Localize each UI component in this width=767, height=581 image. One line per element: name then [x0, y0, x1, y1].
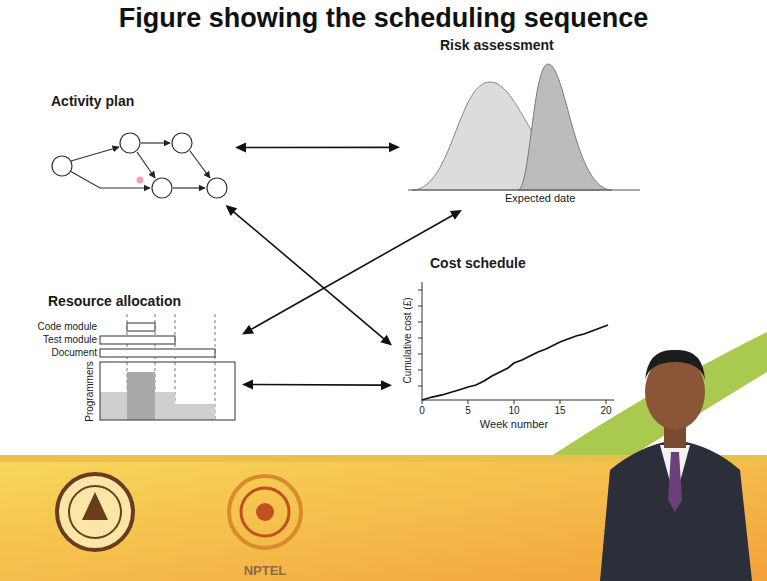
connector-line — [244, 147, 391, 149]
chart-label: Programmers — [83, 361, 94, 422]
network-arrow — [190, 151, 210, 178]
network-arrow — [71, 147, 119, 161]
nptel-logo-ring — [241, 488, 289, 536]
tick-label: 5 — [465, 405, 471, 416]
x-axis — [422, 400, 614, 401]
double-arrow — [242, 380, 392, 391]
risk-curve — [518, 64, 612, 190]
tick — [468, 400, 469, 404]
panel-heading: Risk assessment — [440, 37, 554, 53]
tick-label: 10 — [508, 405, 519, 416]
tick — [418, 370, 422, 371]
tick-label: 15 — [554, 405, 565, 416]
diagram-panel: Cost schedule — [392, 252, 654, 432]
arrow-head — [242, 325, 254, 335]
double-arrow — [235, 142, 400, 152]
panel-heading: Cost schedule — [430, 255, 526, 271]
presenter-tie — [668, 452, 682, 512]
arrow-head — [381, 380, 392, 390]
staff-level — [100, 392, 127, 420]
gantt-bar — [100, 349, 215, 357]
axis-ticks — [418, 290, 606, 404]
network-node — [207, 178, 227, 198]
chart-label: Code module — [38, 321, 97, 332]
connector-line — [232, 211, 385, 340]
tick-label: 0 — [419, 405, 425, 416]
arrow-head — [450, 210, 462, 220]
tick — [514, 400, 515, 404]
arrow-head — [235, 142, 246, 152]
tick — [606, 400, 607, 404]
tick-label: 20 — [600, 405, 611, 416]
double-arrow — [242, 210, 462, 335]
tick — [418, 306, 422, 307]
cost-line — [422, 325, 608, 400]
network-arrow — [173, 187, 205, 188]
tick — [418, 386, 422, 387]
chart-label: Cumulative cost (£) — [401, 297, 412, 383]
connector-line — [251, 384, 383, 386]
diagram-panel: Activity plan — [45, 90, 235, 205]
presenter-hair — [645, 350, 705, 380]
nptel-logo-core — [256, 503, 274, 521]
arrow-head — [380, 335, 392, 346]
staff-level — [175, 404, 215, 420]
network-node — [172, 133, 192, 153]
y-axis — [422, 282, 423, 400]
institute-logo — [57, 474, 133, 550]
network-node — [52, 156, 72, 176]
staff-frame — [100, 362, 235, 420]
staff-level — [155, 392, 175, 420]
gantt-bar — [100, 336, 175, 344]
activity-network-nodes — [52, 133, 227, 198]
arrow-head — [242, 380, 253, 390]
network-arrow — [141, 142, 170, 143]
gantt-bar — [127, 323, 155, 331]
chart-label: Test module — [43, 334, 97, 345]
pointer-dot — [137, 177, 144, 184]
period-lines — [127, 314, 215, 422]
nptel-logo — [229, 476, 301, 548]
slide-title: Figure showing the scheduling sequence — [0, 3, 767, 34]
network-arrow — [70, 171, 150, 188]
panel-heading: Activity plan — [51, 93, 134, 109]
network-node — [120, 133, 140, 153]
institute-logo-ring — [69, 486, 121, 538]
double-arrow — [226, 205, 393, 346]
presenter-suit — [600, 440, 752, 581]
arrow-head — [226, 205, 238, 216]
tick — [418, 322, 422, 323]
network-node — [152, 178, 172, 198]
chart-label: Document — [51, 347, 97, 358]
network-arrow — [137, 152, 155, 178]
tick — [418, 290, 422, 291]
risk-baseline — [408, 190, 640, 191]
arrow-head — [389, 142, 400, 152]
chart-label: Week number — [480, 418, 548, 430]
staff-level — [127, 372, 155, 420]
institute-logo-emblem — [82, 492, 108, 520]
logo-text: NPTEL — [244, 563, 287, 578]
tick — [418, 338, 422, 339]
diagram-panel: Risk assessment — [400, 36, 658, 210]
panel-heading: Resource allocation — [48, 293, 181, 309]
connector-line — [250, 214, 454, 330]
chart-label: Expected date — [505, 192, 575, 204]
tick — [560, 400, 561, 404]
tick — [418, 354, 422, 355]
